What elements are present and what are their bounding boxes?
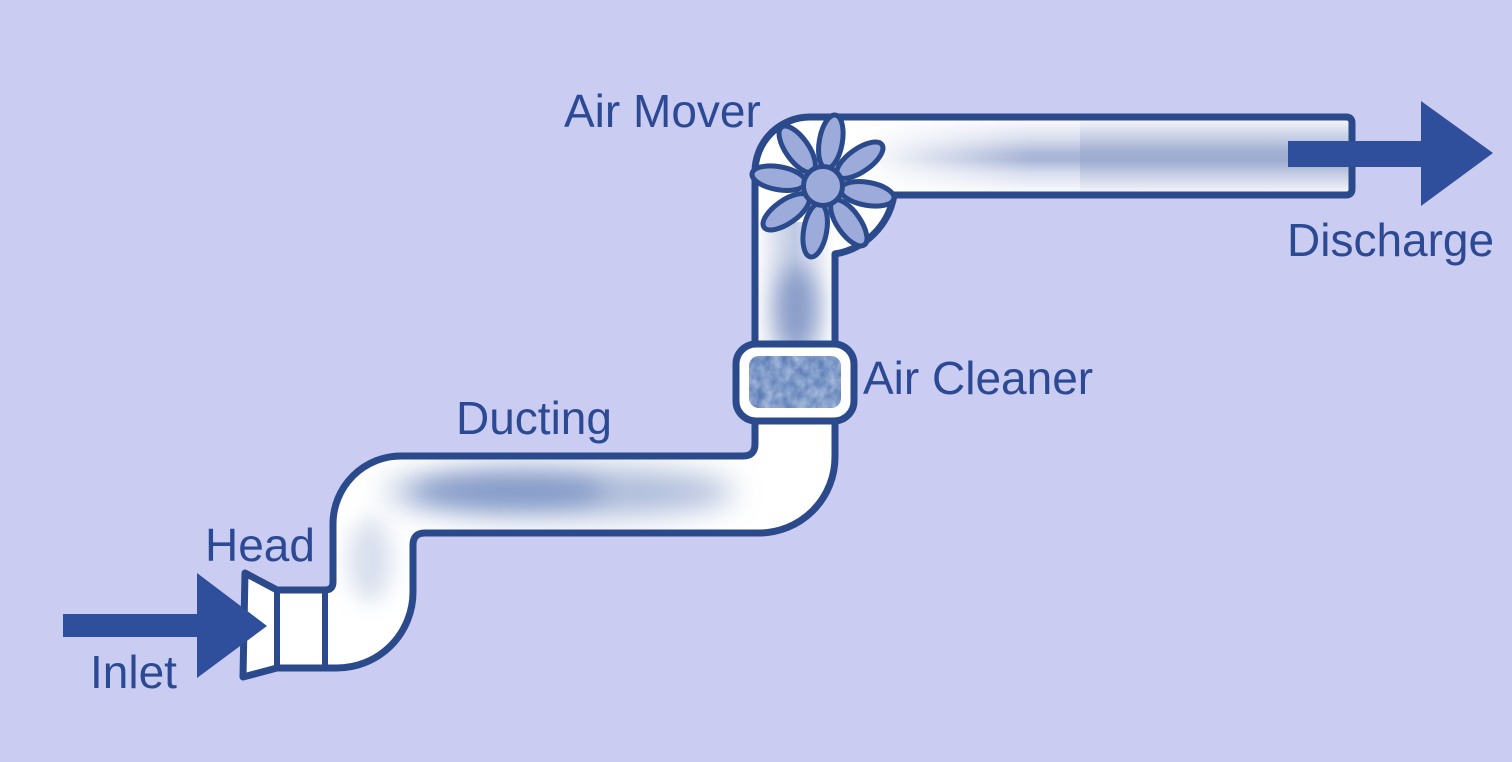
filter-media-texture (749, 356, 841, 408)
label-head: Head (205, 519, 315, 571)
discharge-arrow-icon (1288, 101, 1493, 206)
label-air-cleaner: Air Cleaner (863, 352, 1094, 404)
label-inlet: Inlet (90, 646, 177, 698)
label-discharge: Discharge (1287, 214, 1495, 266)
duct-outline (239, 113, 1356, 681)
inlet-arrow-icon (63, 573, 267, 678)
label-air-mover: Air Mover (564, 85, 761, 137)
fan-icon (749, 112, 897, 260)
air-cleaner (732, 340, 858, 425)
fan-hub (801, 164, 845, 208)
duct-airflow-shading (348, 117, 1352, 602)
label-ducting: Ducting (456, 392, 612, 444)
